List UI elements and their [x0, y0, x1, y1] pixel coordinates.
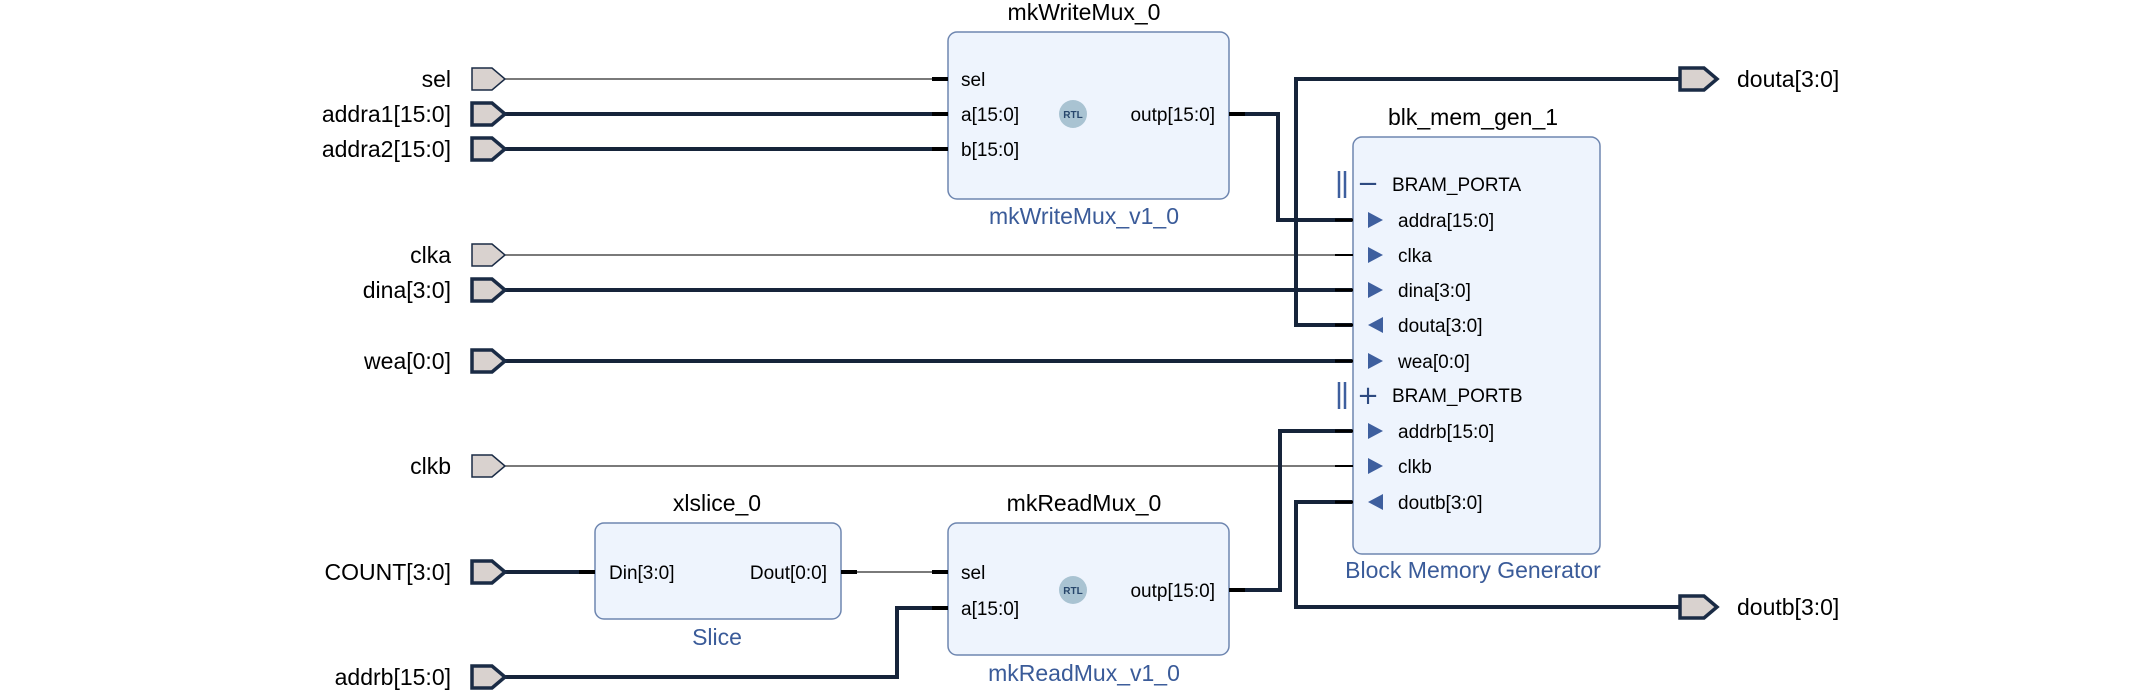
- port-dina[interactable]: dina[3:0]: [363, 277, 508, 303]
- pin-clka: clka: [1335, 246, 1432, 267]
- wire-addrb[interactable]: [505, 606, 949, 679]
- port-clkb[interactable]: clkb: [410, 453, 507, 479]
- svg-text:doutb[3:0]: doutb[3:0]: [1398, 493, 1483, 514]
- input-arrow-icon: [1368, 353, 1383, 369]
- port-label: douta[3:0]: [1737, 66, 1839, 92]
- pin-b-label: b[15:0]: [961, 140, 1019, 161]
- wire-read-outp[interactable]: [1230, 429, 1352, 592]
- interface-label: BRAM_PORTA: [1392, 175, 1521, 196]
- svg-text:addrb[15:0]: addrb[15:0]: [1398, 422, 1494, 443]
- port-label: addrb[15:0]: [335, 664, 451, 690]
- svg-text:wea[0:0]: wea[0:0]: [1397, 352, 1470, 373]
- port-addra2[interactable]: addra2[15:0]: [322, 136, 508, 162]
- port-label: COUNT[3:0]: [324, 559, 451, 585]
- block-instance-name: blk_mem_gen_1: [1388, 104, 1558, 130]
- svg-text:RTL: RTL: [1063, 110, 1082, 121]
- port-label: sel: [422, 66, 451, 92]
- expand-icon[interactable]: +: [1357, 381, 1379, 411]
- svg-text:RTL: RTL: [1063, 586, 1082, 597]
- block-type-name: Block Memory Generator: [1345, 557, 1601, 583]
- pin-addrb: addrb[15:0]: [1335, 422, 1494, 443]
- block-mkwritemux[interactable]: mkWriteMux_0 sel a[15:0] b[15:0] outp[15…: [932, 0, 1245, 229]
- block-instance-name: mkReadMux_0: [1007, 490, 1162, 516]
- rtl-badge-icon: RTL: [1059, 576, 1087, 604]
- wire-write-outp[interactable]: [1230, 112, 1352, 222]
- block-body[interactable]: [1352, 136, 1601, 555]
- interface-portb[interactable]: + BRAM_PORTB: [1337, 381, 1523, 411]
- block-instance-name: mkWriteMux_0: [1008, 0, 1161, 25]
- port-label: wea[0:0]: [363, 348, 451, 374]
- port-label: doutb[3:0]: [1737, 594, 1839, 620]
- port-clka[interactable]: clka: [410, 242, 507, 268]
- output-ports: douta[3:0] doutb[3:0]: [1678, 66, 1839, 620]
- input-arrow-icon: [1368, 212, 1383, 228]
- pin-doutb: doutb[3:0]: [1335, 493, 1483, 514]
- block-type-name: mkReadMux_v1_0: [988, 660, 1180, 686]
- port-addrb[interactable]: addrb[15:0]: [335, 664, 508, 690]
- block-bram[interactable]: blk_mem_gen_1 − BRAM_PORTA addra[15:0] c…: [1335, 104, 1601, 583]
- svg-text:clkb: clkb: [1398, 457, 1432, 478]
- port-doutb[interactable]: doutb[3:0]: [1678, 594, 1839, 620]
- interface-label: BRAM_PORTB: [1392, 386, 1523, 407]
- output-arrow-icon: [1368, 494, 1383, 510]
- svg-text:addra[15:0]: addra[15:0]: [1398, 211, 1494, 232]
- port-label: dina[3:0]: [363, 277, 451, 303]
- interface-porta[interactable]: − BRAM_PORTA: [1337, 169, 1521, 199]
- port-label: addra2[15:0]: [322, 136, 451, 162]
- rtl-badge-icon: RTL: [1059, 100, 1087, 128]
- input-arrow-icon: [1368, 282, 1383, 298]
- port-label: clka: [410, 242, 451, 268]
- port-sel[interactable]: sel: [422, 66, 507, 92]
- svg-text:clka: clka: [1398, 246, 1432, 267]
- block-instance-name: xlslice_0: [673, 490, 761, 516]
- port-wea[interactable]: wea[0:0]: [363, 348, 508, 374]
- pin-clkb: clkb: [1335, 457, 1432, 478]
- wires: [505, 77, 1680, 679]
- port-label: clkb: [410, 453, 451, 479]
- pin-a-label: a[15:0]: [961, 599, 1019, 620]
- block-type-name: Slice: [692, 624, 742, 650]
- pin-douta: douta[3:0]: [1335, 316, 1483, 337]
- input-ports: sel addra1[15:0] addra2[15:0] clka dina[…: [322, 66, 508, 690]
- svg-text:dina[3:0]: dina[3:0]: [1398, 281, 1471, 302]
- pin-a-label: a[15:0]: [961, 105, 1019, 126]
- pin-dout-label: Dout[0:0]: [750, 563, 827, 584]
- input-arrow-icon: [1368, 423, 1383, 439]
- block-xlslice[interactable]: xlslice_0 Din[3:0] Dout[0:0] Slice: [579, 490, 857, 650]
- input-arrow-icon: [1368, 247, 1383, 263]
- pin-outp-label: outp[15:0]: [1130, 105, 1215, 126]
- pin-sel-label: sel: [961, 70, 985, 91]
- collapse-icon[interactable]: −: [1357, 169, 1379, 199]
- pin-addra: addra[15:0]: [1335, 211, 1494, 232]
- wire-doutb[interactable]: [1294, 500, 1680, 609]
- output-arrow-icon: [1368, 317, 1383, 333]
- pin-wea: wea[0:0]: [1335, 352, 1470, 373]
- port-douta[interactable]: douta[3:0]: [1678, 66, 1839, 92]
- svg-text:douta[3:0]: douta[3:0]: [1398, 316, 1483, 337]
- input-arrow-icon: [1368, 458, 1383, 474]
- block-mkreadmux[interactable]: mkReadMux_0 sel a[15:0] outp[15:0] RTL m…: [932, 490, 1245, 686]
- pin-sel-label: sel: [961, 563, 985, 584]
- pin-din-label: Din[3:0]: [609, 563, 674, 584]
- wire-douta[interactable]: [1294, 77, 1680, 327]
- port-label: addra1[15:0]: [322, 101, 451, 127]
- block-type-name: mkWriteMux_v1_0: [989, 203, 1179, 229]
- port-addra1[interactable]: addra1[15:0]: [322, 101, 508, 127]
- port-count[interactable]: COUNT[3:0]: [324, 559, 508, 585]
- pin-outp-label: outp[15:0]: [1130, 581, 1215, 602]
- pin-dina: dina[3:0]: [1335, 281, 1471, 302]
